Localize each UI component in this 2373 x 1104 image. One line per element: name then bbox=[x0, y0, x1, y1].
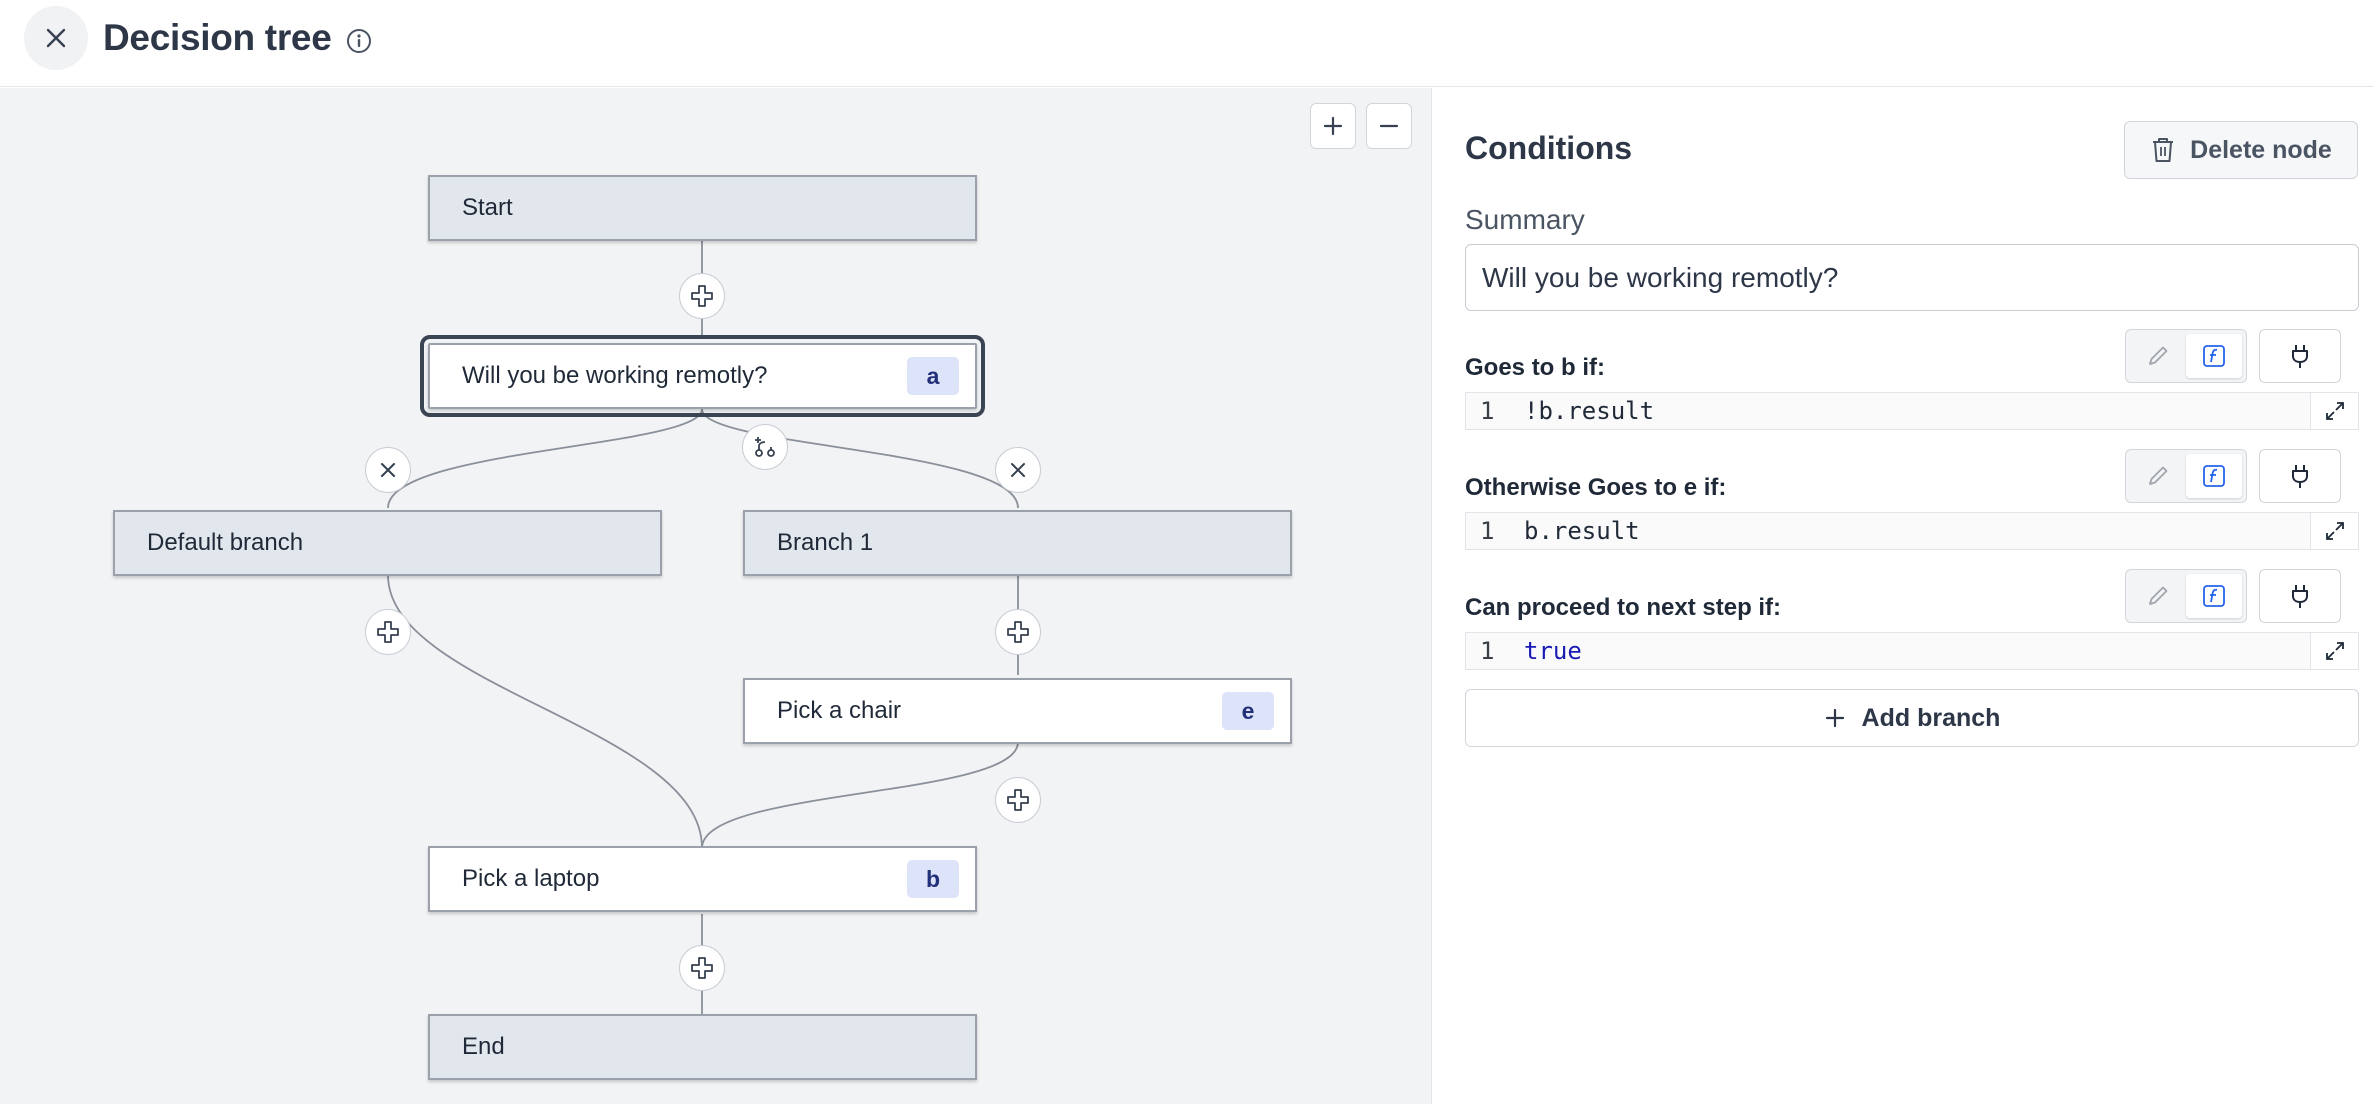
connect-button[interactable] bbox=[2259, 449, 2341, 503]
text-mode-button[interactable] bbox=[2130, 454, 2186, 498]
pencil-icon bbox=[2149, 586, 2168, 605]
page-title: Decision tree bbox=[103, 17, 332, 58]
node-start[interactable]: Start bbox=[428, 175, 977, 241]
condition-label: Otherwise Goes to e if: bbox=[1465, 474, 1727, 501]
expand-icon bbox=[2325, 522, 2344, 540]
panel-title: Conditions bbox=[1465, 130, 1633, 166]
pencil-icon bbox=[2149, 346, 2168, 365]
trash-icon bbox=[2153, 138, 2174, 162]
node-end[interactable]: End bbox=[428, 1014, 977, 1080]
line-number: 1 bbox=[1480, 517, 1495, 545]
node-id-badge: b bbox=[907, 860, 959, 898]
info-icon[interactable] bbox=[345, 27, 373, 55]
summary-label: Summary bbox=[1465, 204, 1585, 235]
add-step-button[interactable] bbox=[995, 609, 1041, 655]
formula-mode-button[interactable] bbox=[2186, 334, 2242, 378]
plus-icon bbox=[691, 957, 713, 979]
condition-code: !b.result bbox=[1524, 397, 1655, 425]
plus-icon bbox=[1825, 708, 1844, 728]
add-branch-circle-button[interactable] bbox=[742, 424, 788, 470]
delete-node-button[interactable]: Delete node bbox=[2124, 121, 2358, 179]
close-icon bbox=[381, 463, 395, 477]
text-mode-button[interactable] bbox=[2130, 334, 2186, 378]
node-id-badge: e bbox=[1222, 692, 1274, 730]
mode-toggle bbox=[2125, 449, 2247, 503]
condition-code-editor[interactable]: 1 true bbox=[1465, 632, 2359, 670]
minus-icon bbox=[1379, 124, 1399, 128]
plus-icon bbox=[377, 621, 399, 643]
function-icon bbox=[2203, 345, 2225, 367]
add-step-button[interactable] bbox=[679, 273, 725, 319]
condition-label: Can proceed to next step if: bbox=[1465, 594, 1782, 621]
node-label: Start bbox=[462, 194, 513, 221]
plug-icon bbox=[2292, 465, 2308, 488]
expand-icon bbox=[2325, 402, 2344, 420]
node-branch-1[interactable]: Branch 1 bbox=[743, 510, 1292, 576]
add-step-button[interactable] bbox=[995, 777, 1041, 823]
connect-button[interactable] bbox=[2259, 329, 2341, 383]
formula-mode-button[interactable] bbox=[2186, 574, 2242, 618]
node-label: End bbox=[462, 1033, 505, 1060]
branch-add-icon bbox=[755, 437, 775, 457]
plus-icon bbox=[1323, 116, 1343, 136]
add-branch-button[interactable]: Add branch bbox=[1465, 689, 2359, 747]
line-number: 1 bbox=[1480, 397, 1495, 425]
header: Decision tree bbox=[0, 0, 2373, 87]
expand-button[interactable] bbox=[2310, 633, 2358, 669]
condition-code-editor[interactable]: 1 b.result bbox=[1465, 512, 2359, 550]
plus-icon bbox=[1007, 789, 1029, 811]
connect-button[interactable] bbox=[2259, 569, 2341, 623]
node-pick-chair[interactable]: Pick a chair e bbox=[743, 678, 1292, 744]
node-question[interactable]: Will you be working remotly? a bbox=[420, 335, 985, 417]
zoom-in-button[interactable] bbox=[1310, 103, 1356, 149]
condition-code-editor[interactable]: 1 !b.result bbox=[1465, 392, 2359, 430]
flow-canvas[interactable]: Start Will you be working remotly? a Def… bbox=[0, 88, 1432, 1104]
add-branch-label: Add branch bbox=[1861, 703, 2001, 732]
condition-code: true bbox=[1524, 637, 1582, 665]
expand-button[interactable] bbox=[2310, 393, 2358, 429]
condition-toolbar bbox=[2125, 449, 2341, 503]
condition-label: Goes to b if: bbox=[1465, 354, 1605, 381]
plug-icon bbox=[2292, 345, 2308, 368]
node-label: Pick a chair bbox=[777, 697, 902, 724]
condition-toolbar bbox=[2125, 329, 2341, 383]
function-icon bbox=[2203, 585, 2225, 607]
remove-branch-button[interactable] bbox=[365, 447, 411, 493]
node-default-branch[interactable]: Default branch bbox=[113, 510, 662, 576]
node-id-badge: a bbox=[907, 357, 959, 395]
add-step-button[interactable] bbox=[365, 609, 411, 655]
node-label: Will you be working remotly? bbox=[462, 362, 768, 389]
summary-input[interactable] bbox=[1465, 244, 2359, 311]
condition-code: b.result bbox=[1524, 517, 1640, 545]
close-button[interactable] bbox=[24, 6, 88, 70]
node-label: Default branch bbox=[147, 529, 304, 556]
node-label: Pick a laptop bbox=[462, 865, 600, 892]
zoom-out-button[interactable] bbox=[1366, 103, 1412, 149]
mode-toggle bbox=[2125, 569, 2247, 623]
remove-branch-button[interactable] bbox=[995, 447, 1041, 493]
condition-toolbar bbox=[2125, 569, 2341, 623]
formula-mode-button[interactable] bbox=[2186, 454, 2242, 498]
plus-icon bbox=[1007, 621, 1029, 643]
conditions-panel: Conditions Delete node Summary Goes to b… bbox=[1433, 88, 2373, 1104]
close-icon bbox=[46, 28, 66, 48]
expand-icon bbox=[2325, 642, 2344, 660]
node-label: Branch 1 bbox=[777, 529, 874, 556]
delete-node-label: Delete node bbox=[2190, 135, 2332, 164]
close-icon bbox=[1011, 463, 1025, 477]
node-pick-laptop[interactable]: Pick a laptop b bbox=[428, 846, 977, 912]
function-icon bbox=[2203, 465, 2225, 487]
text-mode-button[interactable] bbox=[2130, 574, 2186, 618]
plus-icon bbox=[691, 285, 713, 307]
line-number: 1 bbox=[1480, 637, 1495, 665]
mode-toggle bbox=[2125, 329, 2247, 383]
add-step-button[interactable] bbox=[679, 945, 725, 991]
plug-icon bbox=[2292, 585, 2308, 608]
pencil-icon bbox=[2149, 466, 2168, 485]
expand-button[interactable] bbox=[2310, 513, 2358, 549]
